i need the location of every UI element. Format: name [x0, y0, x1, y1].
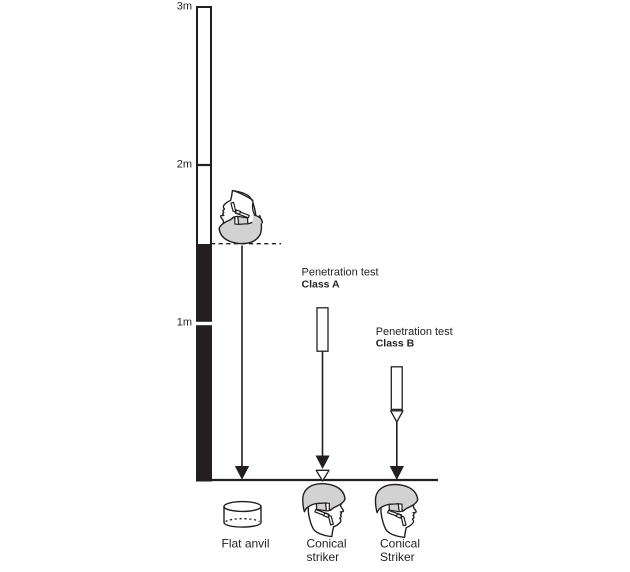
svg-text:striker: striker: [307, 550, 340, 564]
svg-text:Flat anvil: Flat anvil: [222, 537, 270, 551]
svg-text:Class A: Class A: [302, 279, 341, 291]
svg-text:Penetration test: Penetration test: [376, 326, 453, 338]
svg-text:3m: 3m: [177, 1, 192, 13]
svg-text:Penetration test: Penetration test: [302, 267, 379, 279]
svg-text:2m: 2m: [177, 159, 192, 171]
svg-text:Striker: Striker: [380, 550, 415, 564]
svg-text:1m: 1m: [177, 317, 192, 329]
svg-text:Conical: Conical: [307, 537, 347, 551]
svg-text:Class B: Class B: [376, 338, 415, 350]
svg-text:Conical: Conical: [380, 537, 420, 551]
